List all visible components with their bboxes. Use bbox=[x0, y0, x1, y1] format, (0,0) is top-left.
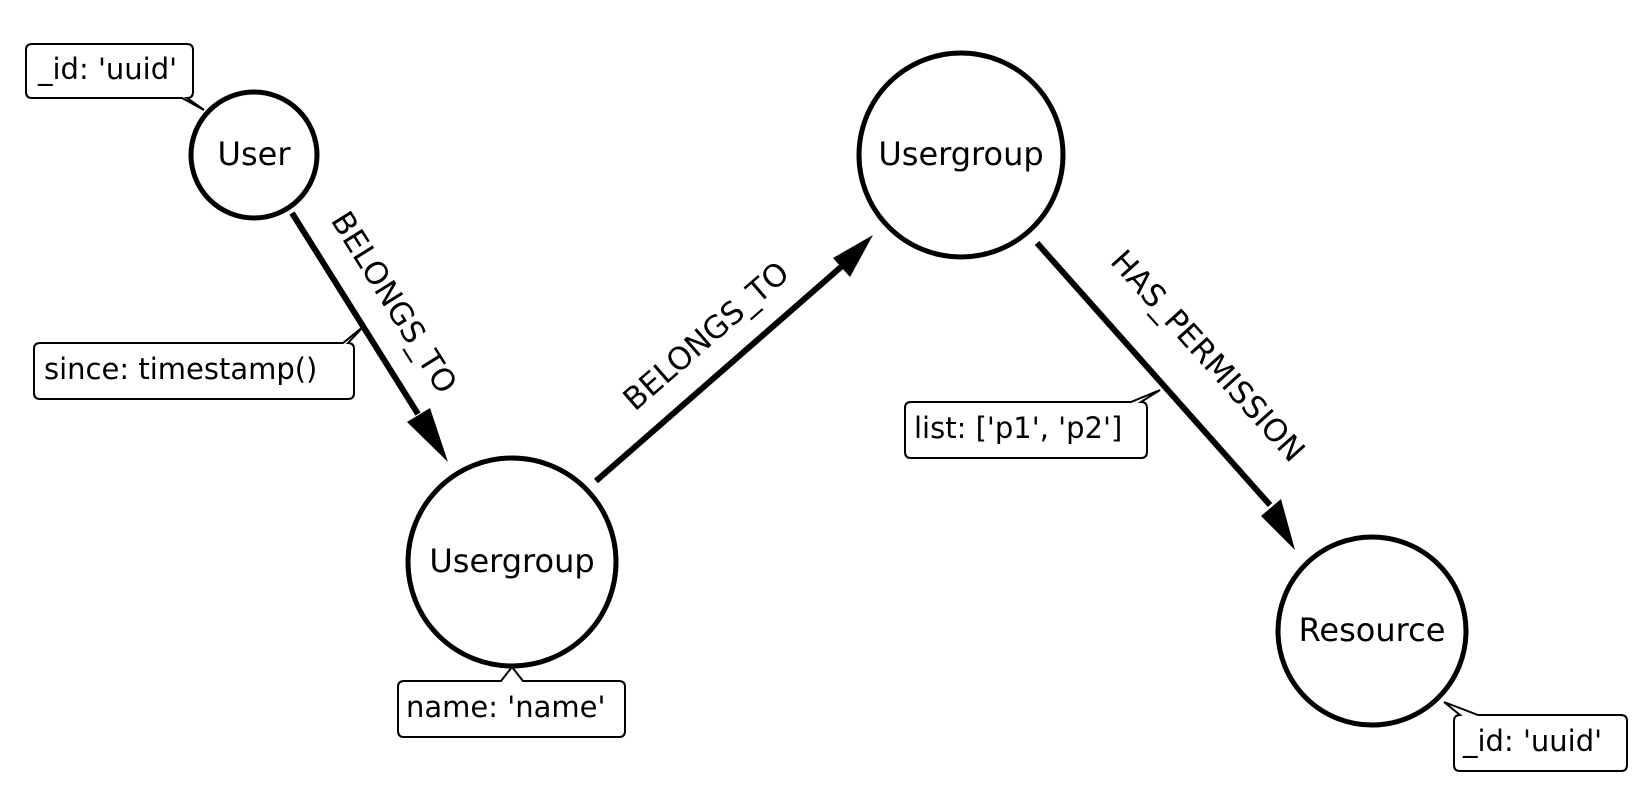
callout-usergroup-name: name: 'name' bbox=[397, 665, 626, 738]
edge-user-belongs-to-usergroup: BELONGS_TO bbox=[289, 205, 464, 462]
arrowhead-icon bbox=[1261, 499, 1295, 550]
property-resource-id: _id: 'uuid' bbox=[1462, 724, 1602, 758]
property-since: since: timestamp() bbox=[44, 352, 317, 386]
property-name: name: 'name' bbox=[406, 690, 605, 724]
callout-permission-list: list: ['p1', 'p2'] bbox=[904, 389, 1161, 459]
node-usergroup-upper: Usergroup bbox=[856, 50, 1066, 260]
node-label-user: User bbox=[218, 135, 292, 173]
property-user-id: _id: 'uuid' bbox=[37, 52, 177, 86]
node-usergroup-lower: Usergroup bbox=[405, 455, 619, 669]
property-list: list: ['p1', 'p2'] bbox=[914, 411, 1122, 445]
arrowhead-icon bbox=[833, 235, 873, 277]
callout-user-id: _id: 'uuid' bbox=[25, 43, 205, 111]
arrowhead-icon bbox=[407, 408, 448, 462]
edge-label-belongs-to-2: BELONGS_TO bbox=[616, 255, 796, 418]
node-label-usergroup-lower: Usergroup bbox=[429, 542, 594, 580]
edge-usergroup-belongs-to-usergroup: BELONGS_TO bbox=[594, 235, 873, 484]
node-label-usergroup-upper: Usergroup bbox=[878, 135, 1043, 173]
callout-since: since: timestamp() bbox=[33, 325, 365, 400]
node-resource: Resource bbox=[1275, 534, 1469, 728]
node-label-resource: Resource bbox=[1299, 611, 1446, 649]
node-user: User bbox=[188, 89, 320, 221]
callout-resource-id: _id: 'uuid' bbox=[1443, 701, 1628, 772]
edge-usergroup-has-permission-resource: HAS_PERMISSION bbox=[1034, 241, 1312, 550]
